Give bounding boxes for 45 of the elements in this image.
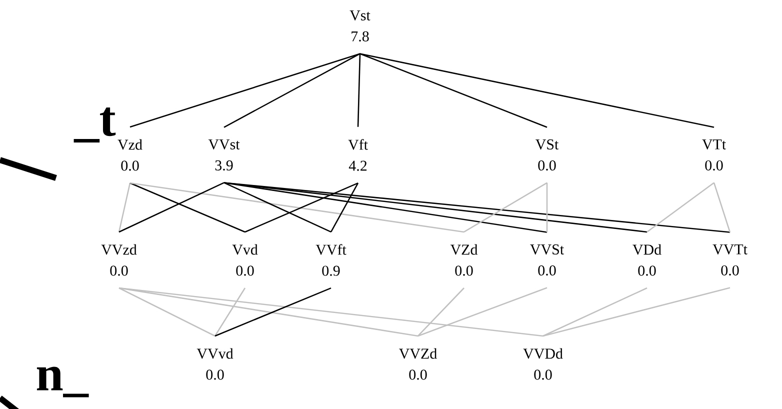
connector-line xyxy=(542,287,648,337)
node-label: VVvd 0.0 xyxy=(196,348,234,380)
connector-line xyxy=(130,53,360,128)
partial-text: _t xyxy=(74,107,116,143)
connector-line xyxy=(244,182,358,233)
node-label: Vzd 0.0 xyxy=(118,139,142,171)
connector-line xyxy=(214,287,332,337)
node-label: VVst 3.9 xyxy=(208,139,240,171)
connector-line xyxy=(214,288,246,336)
connector-line xyxy=(330,182,359,232)
connector-line xyxy=(464,182,548,233)
node-label: VTt 0.0 xyxy=(702,139,726,171)
connector-line xyxy=(130,182,464,233)
connector-line xyxy=(713,182,731,232)
connector-line xyxy=(224,182,548,233)
connector-line xyxy=(224,182,730,233)
node-label: Vvd 0.0 xyxy=(232,244,258,276)
node-label: VVft 0.9 xyxy=(316,244,346,276)
node-label: VSt 0.0 xyxy=(536,139,559,171)
node-label: VVTt 0.0 xyxy=(712,244,748,276)
connector-line xyxy=(118,287,216,337)
node-label: VDd 0.0 xyxy=(632,244,662,276)
connector-line xyxy=(646,182,714,232)
node-label: Vft 4.2 xyxy=(348,139,368,171)
connector-line xyxy=(360,53,548,128)
connector-line xyxy=(118,182,131,232)
connector-line xyxy=(224,182,332,232)
node-label: VVZd 0.0 xyxy=(399,348,437,380)
connector-line xyxy=(224,53,360,128)
node-label: VVDd 0.0 xyxy=(523,348,563,380)
connector-line xyxy=(357,54,361,127)
connector-line xyxy=(418,288,464,336)
connector-line xyxy=(118,287,544,337)
connector-line xyxy=(546,182,548,232)
node-label: VVzd 0.0 xyxy=(101,244,137,276)
node-label: VZd 0.0 xyxy=(450,244,478,276)
node-label: Vst 7.8 xyxy=(350,10,370,42)
connector-line xyxy=(130,182,246,233)
connector-line xyxy=(118,287,418,337)
connector-line xyxy=(118,182,224,233)
connector-line xyxy=(418,287,548,337)
connector-line xyxy=(542,287,730,337)
node-label: VVSt 0.0 xyxy=(530,244,564,276)
partial-text: n_ xyxy=(36,366,89,398)
connector-line xyxy=(360,53,714,128)
